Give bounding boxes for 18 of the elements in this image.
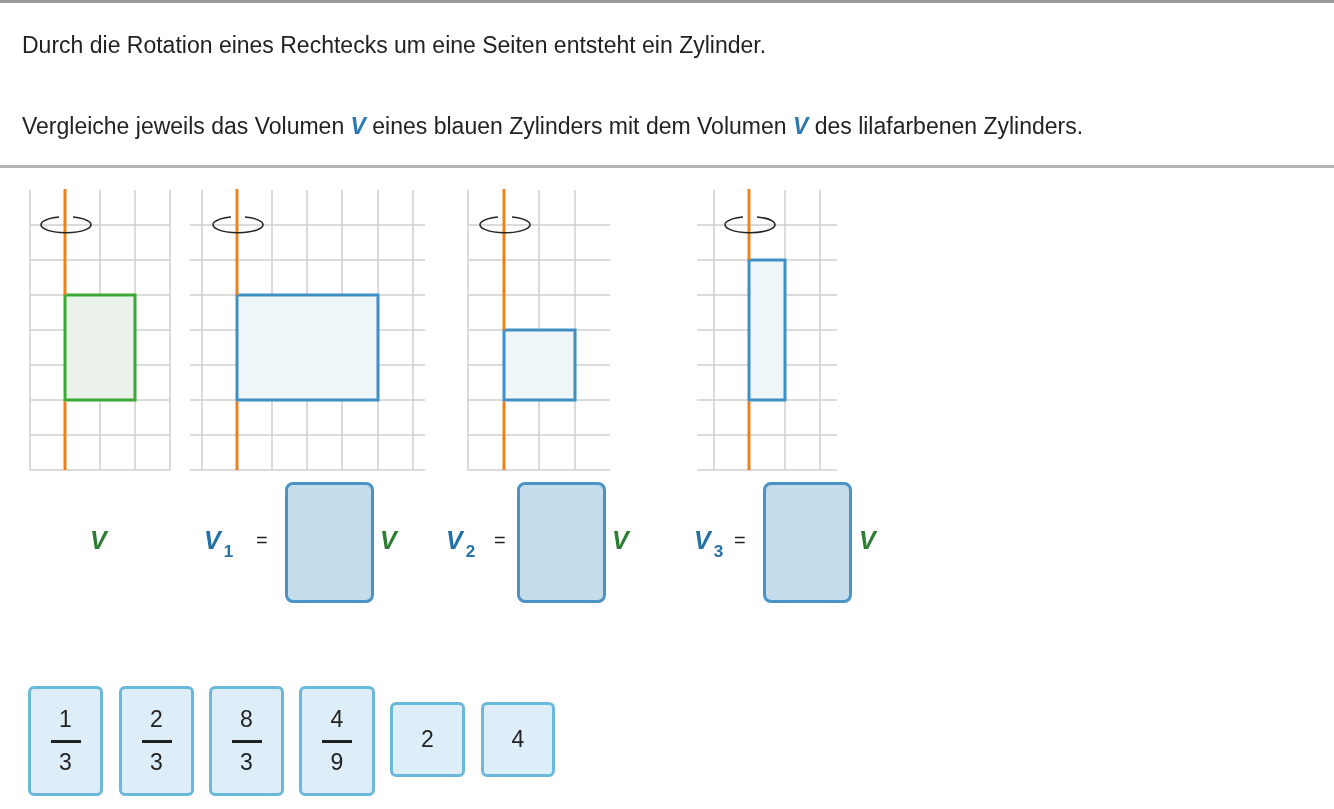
equals-sign: =: [256, 530, 268, 550]
answer-field: [517, 482, 606, 603]
volume-symbol: V: [380, 528, 397, 553]
number-tile: 4: [481, 702, 555, 777]
answer-field: [763, 482, 852, 603]
title: Durch die Rotation eines Rechtecks um eine Seiten entsteht ein Zylinder.: [22, 32, 767, 59]
number-tile: 2: [390, 702, 465, 777]
fraction-tile: 2 3: [119, 686, 194, 796]
volume-symbol: V: [90, 528, 107, 553]
volume-symbol: V: [612, 528, 629, 553]
equals-sign: =: [494, 530, 506, 550]
fraction-tile: 1 3: [28, 686, 103, 796]
fraction-tile: 4 9: [299, 686, 375, 796]
volume-symbol: V: [859, 528, 876, 553]
answer-field: [285, 482, 374, 603]
fraction-tile: 8 3: [209, 686, 284, 796]
instruction-text: Vergleiche jeweils das Volumen V eines blauen Zylinders mit dem Volumen V des lilafarbenen Zylinders.: [22, 113, 1084, 140]
equals-sign: =: [734, 530, 746, 550]
